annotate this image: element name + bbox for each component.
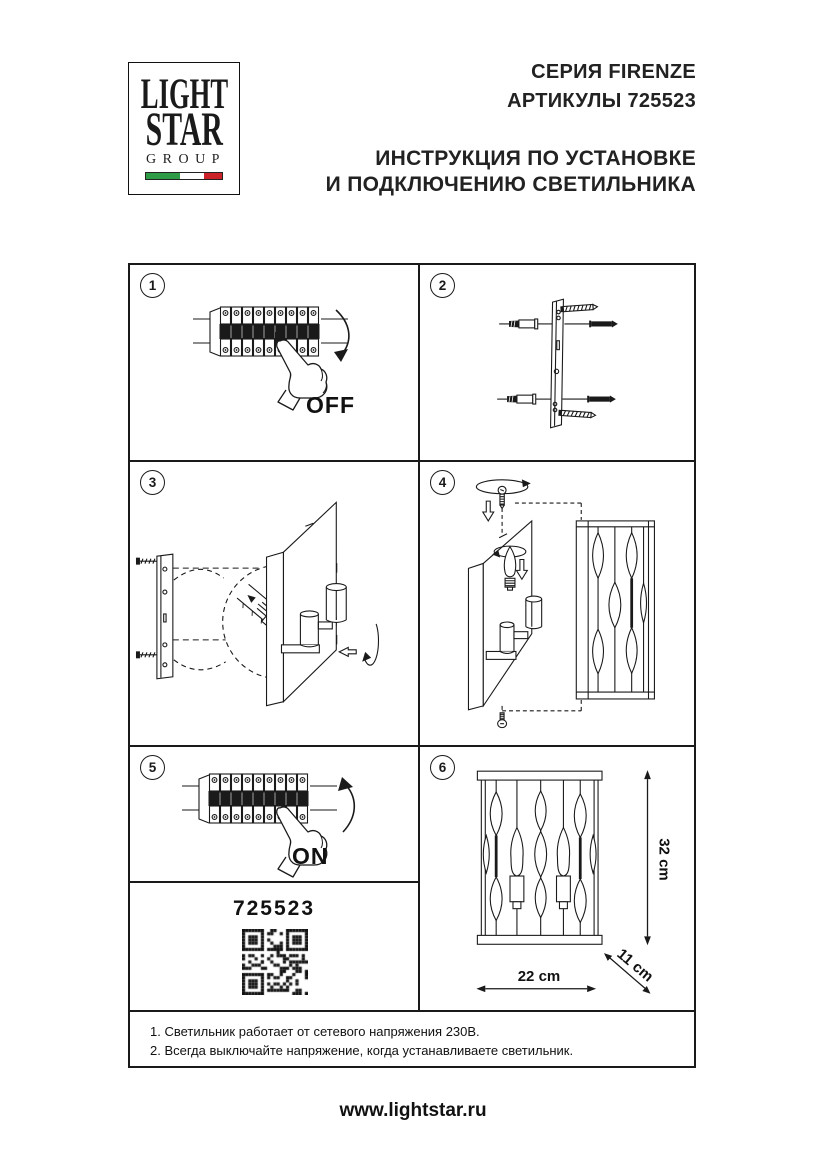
flag-red-stripe <box>204 173 222 179</box>
mounting-bracket-illustration <box>497 298 618 429</box>
safety-notes: 1. Светильник работает от сетевого напря… <box>130 1012 694 1066</box>
italian-flag-icon <box>145 172 223 180</box>
logo-text-light: LIGHT <box>140 71 228 118</box>
logo-text-star: STAR <box>145 103 223 156</box>
arrow-down-icon <box>334 349 348 362</box>
slide-left-arrow-icon <box>338 646 357 658</box>
qr-code <box>242 929 308 995</box>
step-5-panel: 5 ON <box>130 747 418 881</box>
bulb-and-shade-assembly-illustration <box>467 479 655 729</box>
grid-row-divider-2 <box>130 745 694 747</box>
step-4-badge: 4 <box>430 470 455 495</box>
steps-grid: 1 OFF 2 <box>128 263 696 1068</box>
article-qr-panel: 725523 <box>130 883 418 1010</box>
note-line-2: 2. Всегда выключайте напряжение, когда у… <box>150 1043 574 1058</box>
step-5-badge: 5 <box>140 755 165 780</box>
instruction-title-line2: И ПОДКЛЮЧЕНИЮ СВЕТИЛЬНИКА <box>325 173 696 196</box>
grid-notes-divider <box>130 1010 694 1012</box>
dimension-arrow-icon <box>642 986 651 994</box>
rotate-arrow-icon <box>521 479 531 488</box>
on-label: ON <box>292 843 329 869</box>
series-title: СЕРИЯ FIRENZE <box>531 61 696 83</box>
step-3-panel: 3 <box>130 462 418 745</box>
circuit-breaker-on-illustration <box>130 747 356 878</box>
wiring-connection-illustration <box>135 501 380 707</box>
rotate-arrow-icon <box>362 651 372 662</box>
rotate-arrow-icon <box>492 549 501 558</box>
width-dimension-label: 22 cm <box>517 968 561 985</box>
website-url: www.lightstar.ru <box>339 1100 487 1121</box>
article-number: 725523 <box>232 897 316 920</box>
instruction-title-line1: ИНСТРУКЦИЯ ПО УСТАНОВКЕ <box>375 147 696 170</box>
flag-white-stripe <box>180 173 204 179</box>
step-4-panel: 4 <box>420 462 694 745</box>
dimension-arrow-icon <box>603 953 613 961</box>
grid-qr-divider <box>130 881 418 883</box>
dimension-arrow-icon <box>476 985 486 993</box>
note-line-1: 1. Светильник работает от сетевого напря… <box>150 1024 480 1039</box>
arrow-up-icon <box>338 777 353 791</box>
lightstar-logo: LIGHT STAR GROUP <box>128 62 240 195</box>
step-2-panel: 2 <box>420 265 694 460</box>
step-6-badge: 6 <box>430 755 455 780</box>
circuit-breaker-off-illustration <box>130 265 350 411</box>
document-header: СЕРИЯ FIRENZE АРТИКУЛЫ 725523 ИНСТРУКЦИЯ… <box>326 58 696 198</box>
off-label: OFF <box>306 392 355 418</box>
step-6-panel: 6 <box>420 747 694 1010</box>
grid-vertical-divider <box>418 265 420 1012</box>
dimension-arrow-icon <box>644 770 651 780</box>
dimension-arrow-icon <box>644 936 651 946</box>
flag-green-stripe <box>146 173 180 179</box>
insert-down-arrow-icon <box>515 558 529 581</box>
step-2-badge: 2 <box>430 273 455 298</box>
step-3-badge: 3 <box>140 470 165 495</box>
fixture-dimensions-illustration <box>476 770 651 994</box>
grid-row-divider-1 <box>130 460 694 462</box>
article-number-title: АРТИКУЛЫ 725523 <box>507 90 696 112</box>
height-dimension-label: 32 cm <box>655 838 673 881</box>
logo-text-group: GROUP <box>146 152 226 167</box>
step-1-panel: 1 OFF <box>130 265 418 460</box>
dimension-arrow-icon <box>587 985 597 993</box>
insert-down-arrow-icon <box>481 500 495 522</box>
step-1-badge: 1 <box>140 273 165 298</box>
